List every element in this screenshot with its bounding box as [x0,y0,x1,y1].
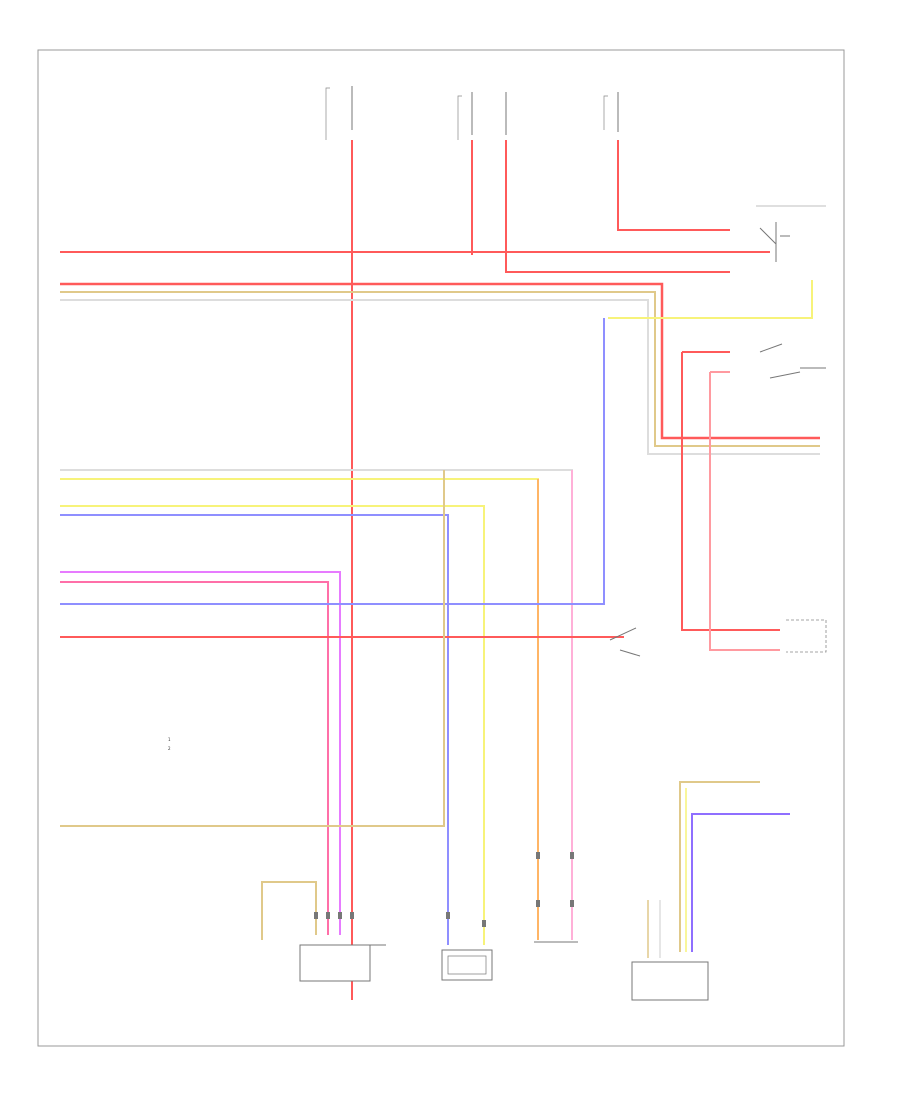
wire-fuse3-red [617,140,730,231]
wire-row2-tan [60,291,820,447]
relay-mid-right [759,343,826,379]
wire-ground-tan [261,881,317,940]
wire-row4-blue [60,514,449,945]
wire-row5-pink [60,581,329,935]
wire-right-pink-loop [709,371,780,651]
wire-row2-white [60,299,820,455]
relay-mid-contact-2 [769,367,826,379]
fuse-1-bracket [325,87,330,140]
legend-key-2: 2 [168,746,171,751]
component-bottom-2-inner [447,955,487,975]
wire-row4-yellow [60,505,485,945]
sensor-right-pin [609,627,641,657]
pin-b1-1 [314,912,318,919]
connector-pins-bottom-3 [536,852,574,907]
fuse-2-bracket [457,95,462,140]
fuse-block-2 [457,92,507,140]
pin-b2-2 [482,920,486,927]
component-bottom-1-box [299,944,371,982]
sensor-right-bottom [609,619,827,657]
component-bottom-4 [631,961,709,1001]
pin-b3-4 [570,900,574,907]
pin-b3-1 [536,852,540,859]
pin-b2-1 [446,912,450,919]
wire-row2-red [60,282,820,440]
pin-b1-2 [326,912,330,919]
component-bottom-1 [299,944,386,982]
diagram-frame [37,49,845,1047]
pin-b3-2 [570,852,574,859]
pin-b1-4 [350,912,354,919]
relay-mid-contact-1 [759,343,783,353]
wire-row5-violet [60,571,341,935]
wire-row7-tan [60,470,445,827]
component-bottom-2 [441,949,493,981]
wire-module-tan [679,781,760,952]
component-bottom-4-box [631,961,709,1001]
pin-b3-3 [536,900,540,907]
wire-module-violet [691,813,790,952]
wire-fuse2b-red-vertical [505,140,730,273]
connector-pins-bottom-1 [314,912,354,919]
fuse-3-bracket [603,95,608,130]
sensor-right-box [786,619,827,653]
component-bottom-2-box [441,949,493,981]
fuse-block-1 [325,86,353,140]
wire-row3-yellow [60,478,539,940]
wire-right-red-loop2 [681,352,780,631]
connector-pins-bottom-2 [446,912,486,927]
fuse-block-3 [603,92,619,132]
switch-top-contact [759,222,790,262]
wire-row3-white [60,469,573,940]
pin-b1-3 [338,912,342,919]
legend: 1 2 [168,737,171,751]
wire-yellow-switch [608,280,813,319]
switch-top-right [756,205,826,262]
legend-key-1: 1 [168,737,171,742]
